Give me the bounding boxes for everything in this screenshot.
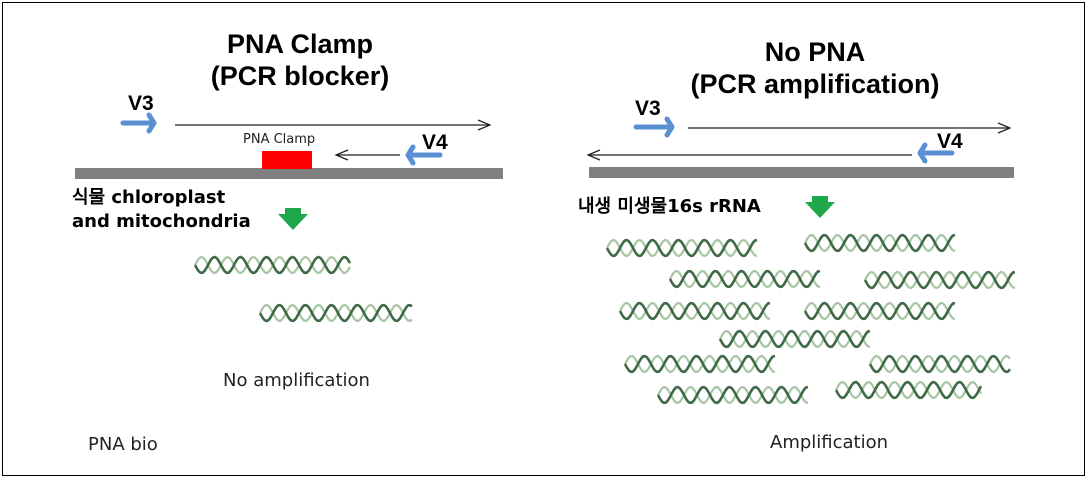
dna-helix-icon <box>803 233 956 253</box>
dna-helix-icon <box>863 270 1016 290</box>
dna-helix-icon <box>193 255 352 275</box>
left-source-label: 식물 chloroplast and mitochondria <box>72 186 251 234</box>
dna-helix-icon <box>803 301 956 321</box>
right-panel-title: No PNA (PCR amplification) <box>655 36 975 100</box>
dna-helix-icon <box>718 329 871 349</box>
pna-clamp-block <box>262 151 312 169</box>
right-title-line1: No PNA <box>764 37 866 67</box>
left-panel-title: PNA Clamp (PCR blocker) <box>185 28 415 92</box>
right-source-label: 내생 미생물16s rRNA <box>578 196 761 217</box>
right-v3-primer-arrow-icon <box>633 116 675 138</box>
right-green-down-arrow-icon <box>805 196 835 218</box>
dna-helix-icon <box>656 385 809 405</box>
dna-helix-icon <box>623 354 776 374</box>
left-title-line2: (PCR blocker) <box>210 61 390 91</box>
right-result-label: Amplification <box>770 432 889 453</box>
right-v4-label: V4 <box>937 130 963 153</box>
left-dna-template-strand <box>75 168 503 179</box>
dna-helix-icon <box>668 269 821 289</box>
dna-helix-icon <box>868 354 1011 374</box>
pna-clamp-label: PNA Clamp <box>243 132 316 147</box>
dna-helix-icon <box>605 238 758 258</box>
left-source-line1: 식물 chloroplast <box>72 187 226 208</box>
right-title-line2: (PCR amplification) <box>690 69 940 99</box>
left-result-label: No amplification <box>223 370 370 391</box>
left-green-down-arrow-icon <box>278 208 308 230</box>
left-v3-primer-arrow-icon <box>120 112 157 134</box>
left-v3-label: V3 <box>128 92 154 115</box>
left-v4-primer-arrow-icon <box>405 144 443 166</box>
left-source-line2: and mitochondria <box>72 211 251 232</box>
right-v4-primer-arrow-icon <box>917 142 955 164</box>
footer-credit: PNA bio <box>88 434 158 455</box>
dna-helix-icon <box>258 303 413 323</box>
right-v3-label: V3 <box>635 97 661 120</box>
dna-helix-icon <box>834 380 983 400</box>
left-title-line1: PNA Clamp <box>226 29 374 59</box>
dna-helix-icon <box>618 301 771 321</box>
left-v4-label: V4 <box>422 131 448 154</box>
right-dna-template-strand <box>589 167 1014 178</box>
